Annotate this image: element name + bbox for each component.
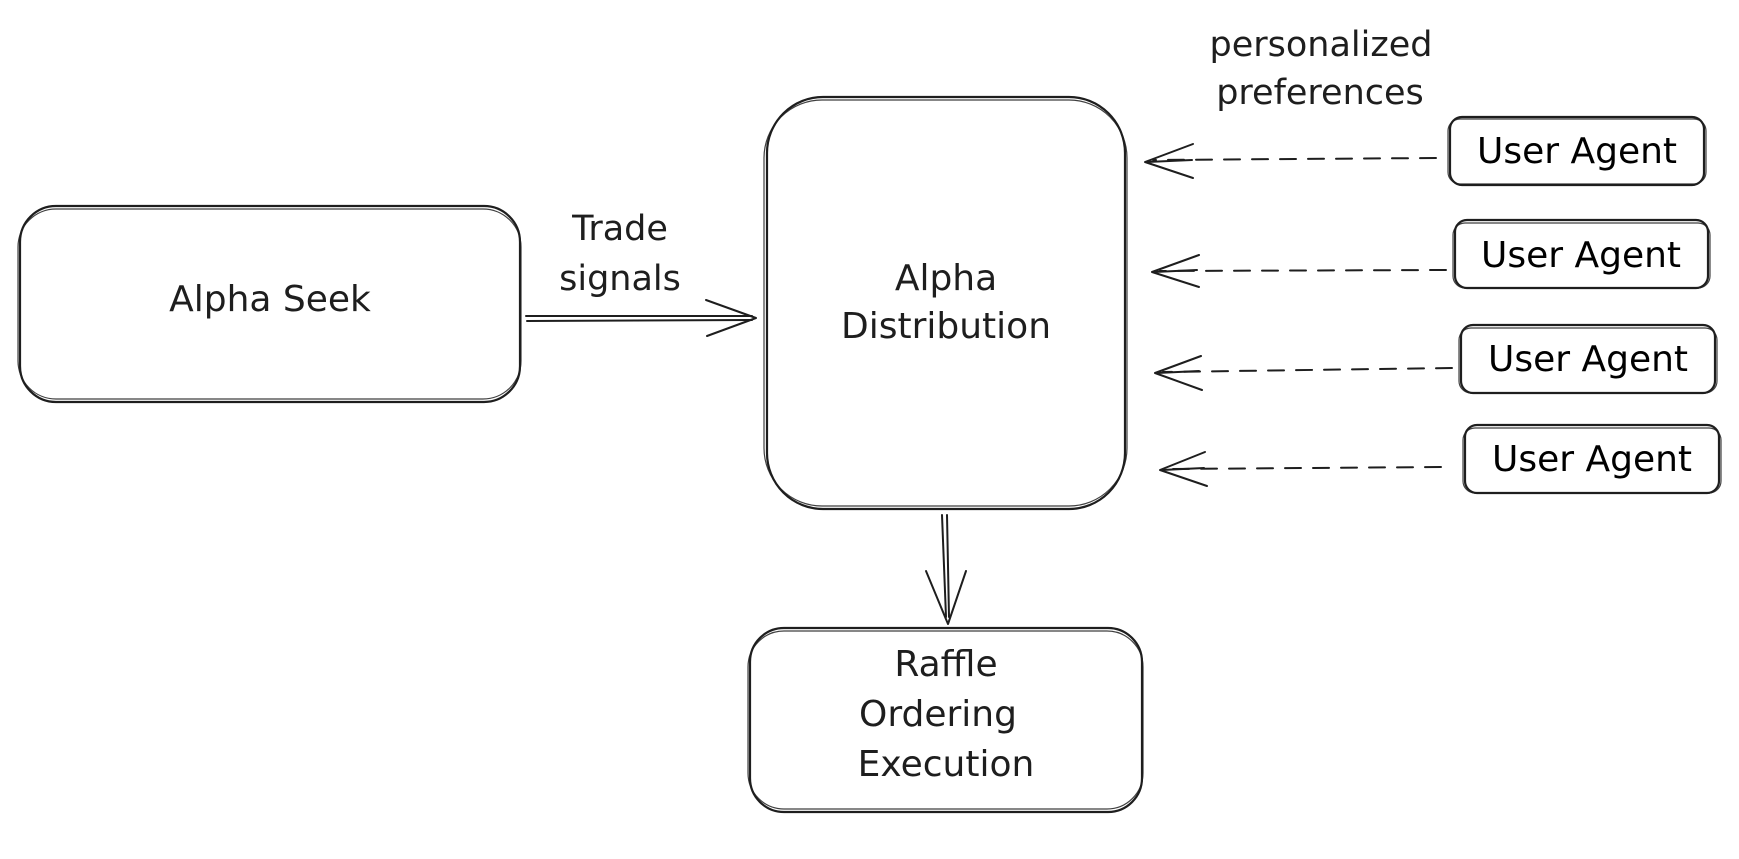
raffle-ordering-execution-node: Raffle Ordering Execution: [747, 626, 1144, 814]
user-agent-arrow: [1154, 355, 1453, 391]
distribution-to-raffle-arrow: [925, 514, 967, 625]
alpha-distribution-label-line2: Distribution: [841, 306, 1051, 347]
user-agent-node: User Agent: [1452, 218, 1711, 290]
alpha-distribution-node: Alpha Distribution: [763, 95, 1128, 511]
personalized-preferences-label: personalized preferences: [1210, 25, 1433, 113]
user-agent-node: User Agent: [1447, 115, 1707, 187]
user-agent-label: User Agent: [1492, 439, 1692, 480]
alpha-distribution-label-line1: Alpha: [895, 258, 997, 299]
raffle-label-line3: Execution: [858, 744, 1035, 785]
raffle-label-line2: Ordering: [859, 694, 1017, 735]
user-agent-node: User Agent: [1458, 323, 1718, 395]
trade-signals-label-line2: signals: [559, 259, 681, 299]
user-agent-arrow: [1144, 143, 1437, 179]
user-agent-arrow: [1151, 254, 1447, 288]
user-agent-label: User Agent: [1481, 235, 1681, 276]
raffle-label-line1: Raffle: [894, 644, 997, 685]
personalized-preferences-line1: personalized: [1210, 25, 1433, 65]
personalized-preferences-line2: preferences: [1216, 73, 1424, 113]
user-agent-label: User Agent: [1477, 131, 1677, 172]
alpha-seek-node: Alpha Seek: [17, 204, 522, 404]
user-agent-node: User Agent: [1462, 423, 1722, 495]
user-agent-arrow: [1159, 451, 1442, 487]
user-agent-label: User Agent: [1488, 339, 1688, 380]
alpha-seek-label: Alpha Seek: [169, 279, 371, 320]
trade-signals-label-line1: Trade: [571, 209, 668, 249]
trade-signals-arrow: Trade signals: [525, 209, 757, 337]
